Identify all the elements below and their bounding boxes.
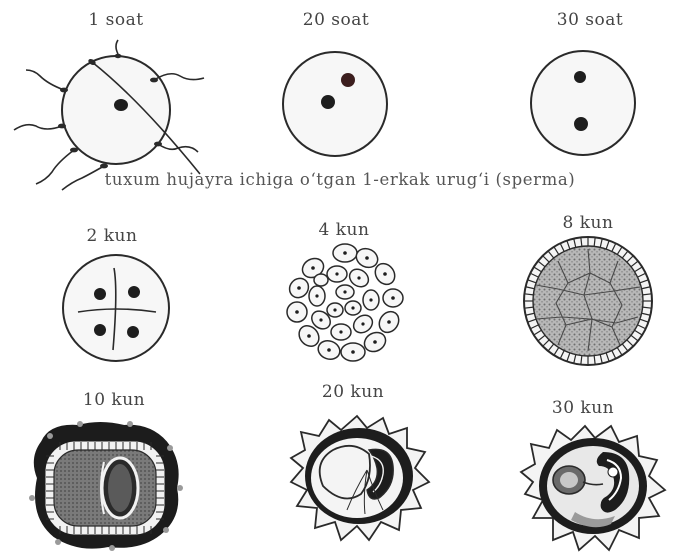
stage-label-20-soat: 20 soat: [303, 10, 369, 30]
stage-label-30-kun: 30 kun: [552, 398, 614, 418]
stage-label-10-kun: 10 kun: [83, 390, 145, 410]
stage-label-8-kun: 8 kun: [563, 213, 614, 233]
stage-label-30-soat: 30 soat: [557, 10, 623, 30]
stage-label-1-soat: 1 soat: [88, 10, 143, 30]
blastocyst-8-kun-illustration: [518, 233, 658, 373]
embryo-20-kun-illustration: [283, 410, 433, 550]
stage-label-2-kun: 2 kun: [87, 226, 138, 246]
egg-with-sperm-illustration: [0, 40, 235, 190]
embryo-30-kun-illustration: [515, 420, 670, 555]
cleavage-2-kun-illustration: [58, 250, 178, 370]
zygote-30-soat-illustration: [525, 45, 645, 165]
caption-text: tuxum hujayra ichiga o‘tgan 1-erkak urug…: [105, 170, 576, 189]
zygote-20-soat-illustration: [280, 48, 400, 168]
morula-4-kun-illustration: [283, 240, 408, 370]
stage-label-4-kun: 4 kun: [319, 220, 370, 240]
stage-label-20-kun: 20 kun: [322, 382, 384, 402]
embryo-10-kun-illustration: [20, 418, 190, 553]
